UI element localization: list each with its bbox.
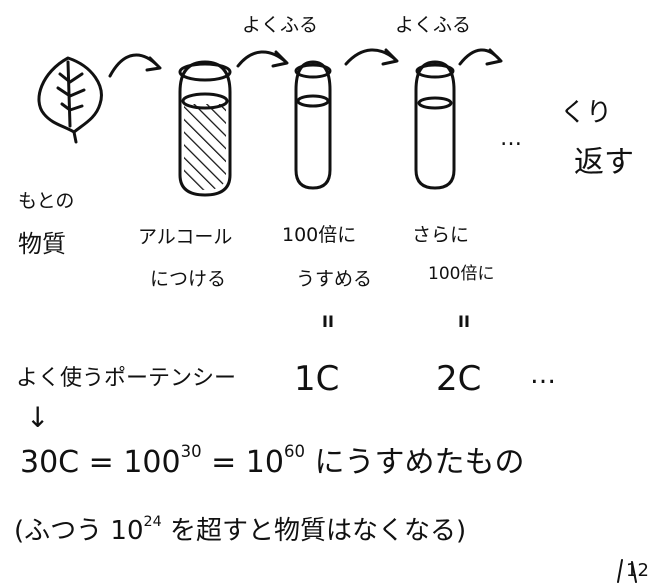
test-tube-alcohol <box>178 60 232 197</box>
test-tube-dilute-2 <box>414 60 456 190</box>
step2-label-2: うすめる <box>296 268 373 290</box>
potency-1c: 1C <box>294 359 340 399</box>
page-corner-mark <box>617 559 637 583</box>
step3-label-2: 100倍に <box>428 264 495 284</box>
formula-lhs: 30C = 100 <box>20 445 181 480</box>
arrow-icon <box>344 48 399 66</box>
note-exponent: 24 <box>143 514 162 531</box>
footnote: (ふつう 1024 を超すと物質はなくなる) <box>14 515 467 546</box>
repeat-label-1: くり <box>560 98 613 128</box>
formula-mid: = 10 <box>201 445 284 480</box>
step1-label-2: につける <box>150 268 227 290</box>
potency-ellipsis: … <box>530 360 556 390</box>
note-rest: を超すと物質はなくなる) <box>161 516 467 546</box>
step2-label-1: 100倍に <box>282 224 357 246</box>
shake-label-2: よくふる <box>395 14 472 36</box>
formula-exponent-60: 60 <box>283 442 305 462</box>
formula-rhs: にうすめたもの <box>304 445 525 480</box>
down-arrow-icon: ↓ <box>26 401 50 434</box>
shake-label-1: よくふる <box>242 14 319 36</box>
note-open: (ふつう 10 <box>14 516 144 546</box>
ellipsis: … <box>500 126 522 151</box>
dilution-formula: 30C = 10030 = 1060 にうすめたもの <box>20 443 525 480</box>
source-label-2: 物質 <box>18 230 66 258</box>
page-number: 12 <box>626 560 649 581</box>
equals-mark-1: II <box>322 312 334 331</box>
equals-mark-2: II <box>458 312 470 331</box>
test-tube-dilute-1 <box>294 60 332 190</box>
arrow-icon <box>108 53 162 78</box>
arrow-icon <box>236 50 289 68</box>
source-label-1: もとの <box>18 190 75 212</box>
leaf-icon <box>37 56 103 144</box>
formula-exponent-30: 30 <box>180 442 202 462</box>
step3-label-1: さらに <box>412 224 470 246</box>
potency-label: よく使うポーテンシー <box>16 366 237 391</box>
potency-2c: 2C <box>436 359 482 399</box>
repeat-label-2: 返す <box>574 145 634 180</box>
step1-label-1: アルコール <box>138 226 233 248</box>
arrow-icon <box>458 48 503 66</box>
